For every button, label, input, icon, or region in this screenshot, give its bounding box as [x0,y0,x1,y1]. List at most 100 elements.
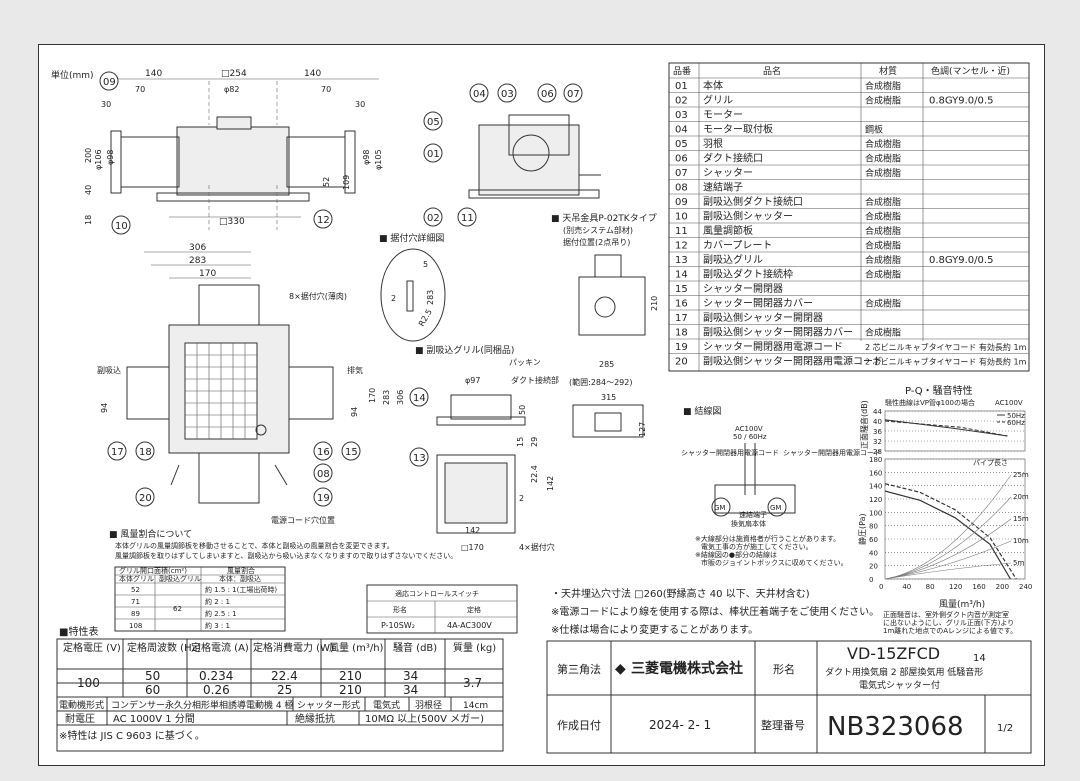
spec-r2-c5: 210 [339,683,362,697]
callout-bubble [135,487,155,507]
parts-material: 合成樹脂 [865,225,901,237]
pq-ytick: 40 [869,549,878,557]
spec-r1-c5: 210 [339,669,362,683]
wiring-note-1: ※大線部分は施資格者が行うことがあります。 [695,534,840,543]
parts-no: 05 [675,139,688,150]
duct-resistance-curve [884,562,1012,580]
parts-no: 07 [675,168,688,179]
wiring-freq: 50 / 60Hz [733,433,767,441]
callout-bubble [341,441,361,461]
callout-bubble [469,83,489,103]
wiring-note-3: ※結線図の●部分の結線は [695,550,777,559]
parts-material: 合成樹脂 [865,240,901,252]
grille-title: ■ 副吸込グリル(同梱品) [415,344,514,356]
tb-num-label: 整理番号 [761,718,805,732]
duct-length-label: 15m [1013,515,1029,523]
chart-foot-1: 正面騒音は、室外側ダクト内音が測定室 [883,610,1009,619]
spec-motor-label: 電動機形式 [59,699,104,711]
parts-name: 速結端子 [703,181,743,194]
parts-name: モーター取付板 [703,123,773,136]
detail-dim-r25: R2.5 [417,308,434,328]
spec-table: ■特性表 定格電圧 (V) 定格周波数 (Hz) 定格電流 (A) 定格消費電力… [56,625,504,752]
parts-name: 羽根 [703,137,723,150]
dim-82: φ82 [224,85,239,94]
callout-bubble [313,463,333,483]
dim-52: 52 [322,177,331,187]
tb-angle-label: 第三角法 [557,662,601,676]
spec-withstand: AC 1000V 1 分間 [113,713,195,725]
callout-bubble [423,207,443,227]
airflow-table: グリル開口面積(cm²) 風量割合 本体グリル 副吸込グリル 本体：副吸込 52… [114,566,286,632]
grille-d2: 2 [519,494,524,503]
dim-94-left: 94 [100,403,109,413]
spec-head-voltage-text: 定格電圧 (V) [63,641,121,654]
pq-series-line [884,490,1011,580]
parts-material: 合成樹脂 [865,167,901,179]
parts-name: 副吸込側ダクト接続口 [703,195,803,208]
parts-no: 04 [675,125,688,136]
dim-140-left: 140 [145,69,162,79]
note-1: ・天井埋込穴寸法 □260(野縁高さ 40 以下、天井材含む) [551,587,810,600]
parts-name: シャッター開閉器用電源コード [703,340,843,353]
noise-ylabel: 正面騒音(dB) [859,400,869,449]
callout-number: 08 [317,469,330,480]
parts-material: 鋼板 [865,124,883,136]
legend-entry: 50Hz [1007,412,1025,420]
dim-170-v: 170 [368,388,377,403]
switch-v1: P-10SW₂ [381,621,415,630]
callout-number: 11 [461,213,474,224]
hanger-d127: 127 [638,422,647,437]
spec-insul-label: 絶縁抵抗 [295,712,335,725]
tb-model-sub: 14 [973,653,986,664]
pq-ytick: 100 [869,509,882,517]
parts-material: 合成樹脂 [865,254,901,266]
pq-xtick: 40 [902,583,911,591]
airflow-note-1: 本体グリルの風量調節板を移動させることで、本体と副吸込の風量割合を変更できます。 [115,541,394,550]
parts-color: 0.8GY9.0/0.5 [929,255,993,266]
front-elevation-view: 単位(mm) 140 □254 140 70 φ82 70 30 30 □330… [51,69,383,230]
parts-name: 副吸込グリル [703,253,763,266]
legend-entry: 60Hz [1007,419,1025,427]
parts-material: 合成樹脂 [865,298,901,310]
spec-head-power: 定格消費電力 (W) [253,641,334,654]
callout-number: 13 [413,453,426,464]
detail-dim-2: 2 [391,294,396,303]
note-3: ※仕様は場合により変更することがあります。 [551,623,758,636]
spec-head-current: 定格電流 (A) [191,641,249,654]
chart-foot-3: 1m離れた地点でのAレンジによる値です。 [883,626,1017,635]
hanger-d315: 315 [601,393,616,402]
duct-length-label: 10m [1013,537,1029,545]
hanger-range: (範囲:284～292) [569,377,632,387]
callout-bubble [563,83,583,103]
parts-name: 副吸込ダクト接続枠 [703,268,793,281]
hanger-view: ■ 天吊金具P-02TKタイプ (別売システム部材) 据付位置(2点吊り) 21… [551,212,659,438]
tb-desc-1: ダクト用換気扇 2 部屋換気用 低騒音形 [825,666,983,678]
parts-no: 18 [675,328,688,339]
pq-xtick: 120 [949,583,962,591]
pq-xlabel: 風量(m³/h) [939,599,985,610]
switch-title: 適応コントロールスイッチ [395,589,479,598]
parts-material: 合成樹脂 [865,196,901,208]
parts-name: シャッター開閉器 [703,283,783,295]
mount-hole-detail: ■ 据付穴詳細図 5 2 283 R2.5 [379,232,446,342]
label-power-cord-hole: 電源コード穴位置 [271,515,335,525]
wiring-note-4: 市販のジョイントボックスに収めてください。 [701,558,848,567]
spec-head-mass: 質量 (kg) [453,641,496,654]
chart-foot-2: に出ないようにし、グリル正面(下方)より [883,618,1014,627]
wiring-gm-2: GM [770,504,781,512]
dim-98-right: φ98 [362,150,371,165]
wiring-diagram: ■ 結線図 AC100V 50 / 60Hz シャッター開閉器用電源コード シャ… [681,405,881,567]
duct-length-label: 5m [1013,559,1024,567]
grille-d50: 50 [518,405,527,415]
pq-noise-chart: P-Q・騒音特性 騒性曲線はVP管φ100の場合 AC100V 正面騒音(dB)… [857,384,1032,635]
callout-bubble [313,487,333,507]
spec-shutter-label: シャッター形式 [297,699,360,711]
dim-70-left: 70 [135,85,145,94]
spec-blade-label: 羽根径 [415,699,442,711]
noise-ytick: 40 [873,418,882,426]
callout-number: 14 [413,393,426,404]
parts-material: 合成樹脂 [865,269,901,281]
dim-170: 170 [199,269,216,279]
airflow-col-1: 本体グリル [119,574,154,583]
parts-no: 20 [675,357,688,368]
